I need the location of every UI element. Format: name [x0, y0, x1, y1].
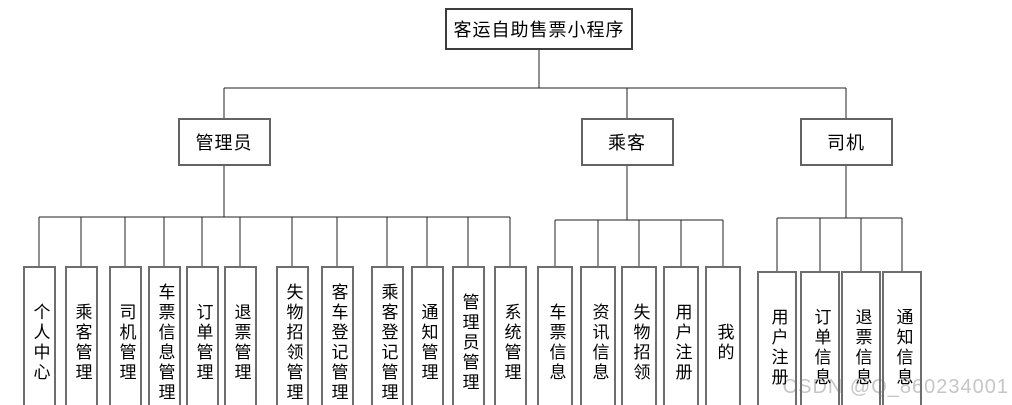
- leaf-node: 个人中心: [22, 266, 56, 405]
- leaf-node-label: 通知管理: [417, 303, 438, 383]
- branch-node-admin: 管理员: [177, 118, 271, 166]
- leaf-node-label: 退票管理: [230, 303, 251, 383]
- leaf-node-label: 订单管理: [192, 303, 213, 383]
- leaf-node: 司机管理: [108, 266, 142, 405]
- leaf-node-label: 失物招领: [629, 303, 650, 383]
- leaf-node-label: 订单信息: [810, 308, 831, 388]
- leaf-node-label: 我的: [713, 323, 734, 363]
- leaf-node: 管理员管理: [451, 266, 485, 405]
- leaf-node-label: 乘客登记管理: [377, 283, 398, 403]
- leaf-node: 订单管理: [185, 266, 219, 405]
- leaf-node-label: 乘客管理: [71, 303, 92, 383]
- leaf-node-label: 车票信息管理: [154, 283, 175, 403]
- leaf-node-label: 资讯信息: [588, 303, 609, 383]
- branch-node-passenger: 乘客: [580, 118, 674, 166]
- leaf-node-label: 退票信息: [851, 308, 872, 388]
- root-node: 客运自助售票小程序: [445, 8, 633, 50]
- leaf-node: 客车登记管理: [320, 266, 354, 405]
- leaf-node: 系统管理: [493, 266, 527, 405]
- leaf-node: 我的: [705, 266, 741, 405]
- leaf-node: 车票信息: [537, 266, 573, 405]
- leaf-node-label: 管理员管理: [458, 293, 479, 393]
- leaf-node: 用户注册: [663, 266, 699, 405]
- leaf-node: 通知信息: [882, 271, 922, 405]
- leaf-node: 退票管理: [223, 266, 257, 405]
- leaf-node: 资讯信息: [580, 266, 616, 405]
- leaf-node-label: 用户注册: [671, 303, 692, 383]
- leaf-node: 用户注册: [757, 271, 797, 405]
- leaf-node-label: 失物招领管理: [282, 283, 303, 403]
- leaf-node: 乘客管理: [64, 266, 98, 405]
- leaf-node-label: 客车登记管理: [327, 283, 348, 403]
- leaf-node: 通知管理: [410, 266, 444, 405]
- leaf-node: 订单信息: [800, 271, 840, 405]
- leaf-node: 失物招领管理: [275, 266, 309, 405]
- leaf-node: 退票信息: [841, 271, 881, 405]
- leaf-node: 乘客登记管理: [370, 266, 404, 405]
- leaf-node-label: 司机管理: [115, 303, 136, 383]
- leaf-node-label: 个人中心: [29, 303, 50, 383]
- leaf-node-label: 车票信息: [545, 303, 566, 383]
- leaf-node: 失物招领: [621, 266, 657, 405]
- leaf-node-label: 用户注册: [767, 308, 788, 388]
- leaf-node: 车票信息管理: [147, 266, 181, 405]
- branch-node-driver: 司机: [799, 118, 893, 166]
- leaf-node-label: 通知信息: [892, 308, 913, 388]
- leaf-node-label: 系统管理: [500, 303, 521, 383]
